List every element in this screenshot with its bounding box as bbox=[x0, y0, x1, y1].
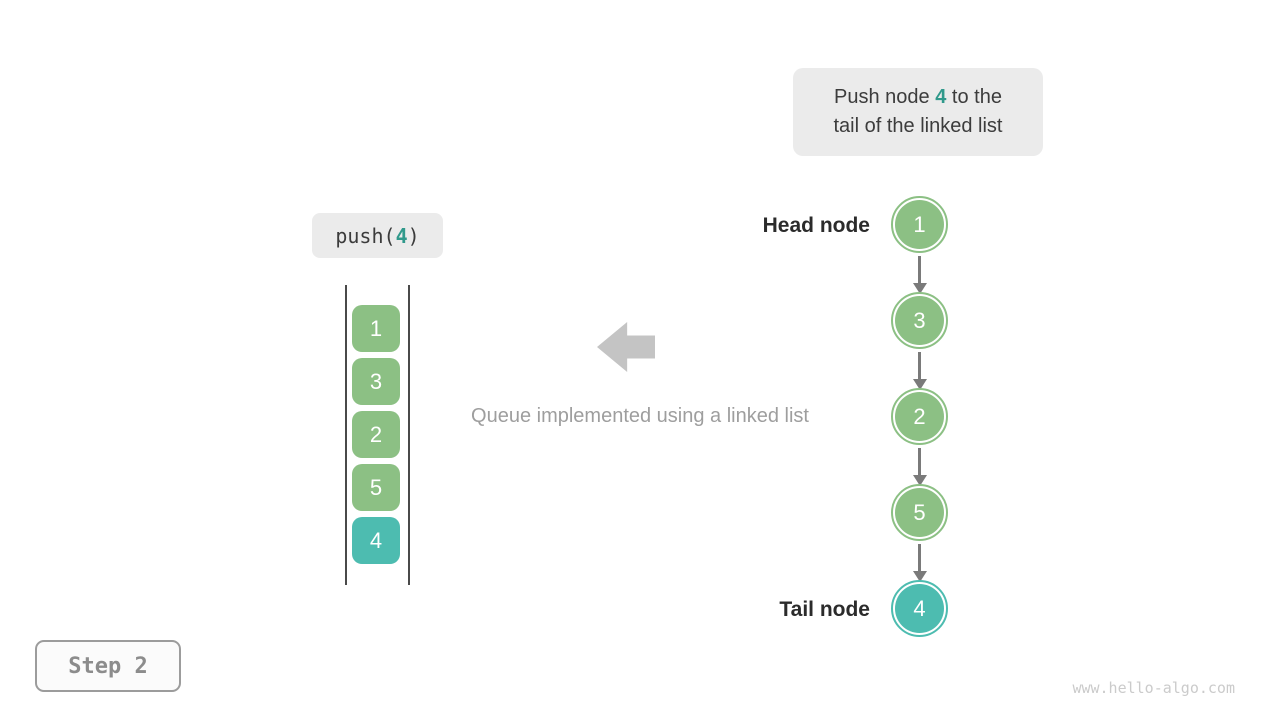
note-line2: tail of the linked list bbox=[833, 115, 1003, 137]
note-line1-suffix: to the bbox=[946, 86, 1002, 108]
operation-suffix: ) bbox=[407, 223, 420, 248]
list-node-value: 2 bbox=[895, 392, 944, 441]
arrow-down-icon bbox=[918, 352, 921, 380]
operation-label: push(4) bbox=[312, 213, 443, 258]
arrow-down-icon bbox=[918, 256, 921, 284]
queue-item: 1 bbox=[352, 305, 400, 352]
list-node-value: 5 bbox=[895, 488, 944, 537]
list-node-highlighted: 4 bbox=[891, 580, 948, 637]
tail-node-label: Tail node bbox=[779, 598, 870, 621]
list-node: 1 bbox=[891, 196, 948, 253]
queue-wall-right bbox=[408, 285, 410, 585]
queue-item: 5 bbox=[352, 464, 400, 511]
queue-item: 2 bbox=[352, 411, 400, 458]
note-highlight-value: 4 bbox=[935, 86, 947, 108]
list-node-value: 1 bbox=[895, 200, 944, 249]
diagram-caption: Queue implemented using a linked list bbox=[471, 405, 809, 427]
note-line1-prefix: Push node bbox=[834, 86, 936, 108]
queue-item-highlighted: 4 bbox=[352, 517, 400, 564]
step-badge: Step 2 bbox=[35, 640, 181, 692]
list-node: 3 bbox=[891, 292, 948, 349]
list-node: 5 bbox=[891, 484, 948, 541]
operation-prefix: push( bbox=[335, 223, 396, 248]
queue-item: 3 bbox=[352, 358, 400, 405]
arrow-down-icon bbox=[918, 544, 921, 572]
note-bubble: Push node 4 to the tail of the linked li… bbox=[793, 68, 1043, 156]
left-arrow-icon bbox=[597, 322, 655, 372]
list-node-value: 3 bbox=[895, 296, 944, 345]
queue-wall-left bbox=[345, 285, 347, 585]
arrow-down-icon bbox=[918, 448, 921, 476]
list-node: 2 bbox=[891, 388, 948, 445]
list-node-value: 4 bbox=[895, 584, 944, 633]
operation-value: 4 bbox=[395, 223, 408, 248]
note-text: Push node 4 to the tail of the linked li… bbox=[834, 83, 1003, 141]
watermark: www.hello-algo.com bbox=[1072, 679, 1235, 697]
head-node-label: Head node bbox=[762, 214, 870, 237]
